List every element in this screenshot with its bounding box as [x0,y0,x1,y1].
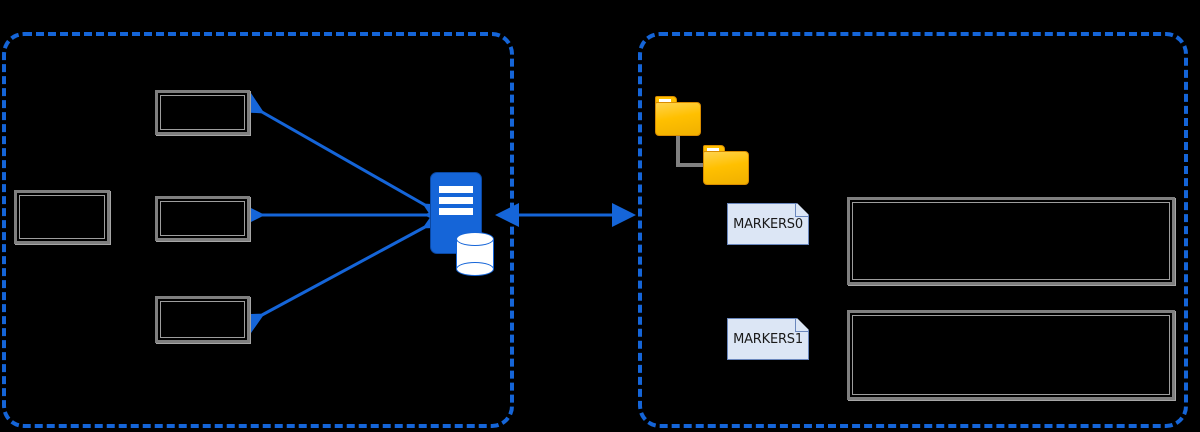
folder-icon-2[interactable] [703,145,749,185]
dogear-fold-icon [795,319,808,332]
zone-right-boundary [638,32,1188,428]
zone-left-boundary [2,32,514,428]
component-box-2[interactable] [155,196,250,241]
server-bar-3-icon [439,208,473,215]
note-markers0[interactable]: MARKERS0 [727,203,809,245]
panel-box-2[interactable] [847,310,1175,400]
component-box-1[interactable] [155,90,250,135]
folder-face-icon [655,102,701,136]
panel-box-1[interactable] [847,197,1175,285]
note-markers1-label: MARKERS1 [733,331,803,347]
database-cylinder-icon [456,232,494,276]
note-markers0-label: MARKERS0 [733,216,803,232]
folder-tab-slot-icon [707,148,719,151]
server-bar-2-icon [439,197,473,204]
database-bottom-ellipse-icon [456,262,494,276]
database-top-ellipse-icon [456,232,494,246]
folder-icon-1[interactable] [655,96,701,136]
note-markers1[interactable]: MARKERS1 [727,318,809,360]
server-body-icon [430,172,482,254]
external-component-box[interactable] [14,190,110,244]
server-bar-1-icon [439,186,473,193]
component-box-3[interactable] [155,296,250,343]
folder-tab-slot-icon [659,99,671,102]
folder-face-icon [703,151,749,185]
dogear-fold-icon [795,204,808,217]
server-database-icon[interactable] [430,172,494,280]
